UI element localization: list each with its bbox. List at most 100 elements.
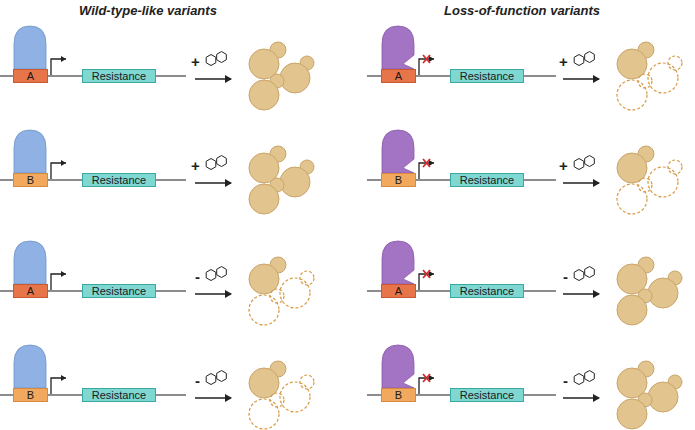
treatment-sign: + [191,158,200,173]
wild-type-protein [14,130,46,173]
promoter-arrow [419,163,434,179]
molecule-ring [574,270,584,281]
blocked-mark [423,55,430,63]
promoter-arrow [51,274,66,290]
treatment-arrow [563,293,599,294]
treatment-sign: + [191,54,200,69]
treatment-arrow [563,78,599,79]
dead-yeast-cell [249,399,279,429]
treatment-arrow [195,293,231,294]
panel-title: Wild-type-like variants [79,3,217,18]
box-label: B [395,390,402,401]
box-label: Resistance [460,175,514,186]
yeast-cell [280,167,310,197]
molecule-ring [585,52,595,63]
dead-yeast-bud [668,56,682,70]
operator-box: B [13,173,48,187]
treatment-sign: - [563,269,568,284]
treatment-arrow [195,182,231,183]
treatment-arrow [195,78,231,79]
promoter-arrow [419,59,434,75]
molecule-ring [585,371,595,382]
dead-yeast-bud [270,289,284,303]
box-label: A [27,286,34,297]
box-label: Resistance [92,71,146,82]
dead-yeast-cell [280,382,310,412]
treatment-arrow [563,397,599,398]
operator-box: B [381,388,416,402]
box-label: A [395,71,402,82]
blocked-mark [423,374,430,382]
gene-box: Resistance [450,69,524,83]
mutant-protein [382,26,414,69]
gene-box: Resistance [82,173,156,187]
box-label: A [395,286,402,297]
mutant-protein [382,345,414,388]
molecule-ring [217,371,227,382]
yeast-cell [617,399,647,429]
dead-yeast-cell [648,63,678,93]
gene-box: Resistance [82,69,156,83]
mutant-protein [382,241,414,284]
operator-box: A [381,284,416,298]
yeast-cell [648,278,678,308]
molecule-ring [206,159,216,170]
box-label: B [27,390,34,401]
dead-yeast-bud [668,160,682,174]
treatment-sign: - [195,373,200,388]
gene-box: Resistance [82,284,156,298]
dead-yeast-bud [300,375,314,389]
box-label: Resistance [92,390,146,401]
wild-type-protein [14,26,46,69]
dead-yeast-cell [249,295,279,325]
molecule-ring [585,267,595,278]
dead-yeast-cell [617,184,647,214]
promoter-arrow [419,274,434,290]
dead-yeast-bud [638,74,652,88]
yeast-cell [249,80,279,110]
gene-box: Resistance [82,388,156,402]
molecule-ring [574,374,584,385]
molecule-ring [585,156,595,167]
dead-yeast-bud [270,393,284,407]
molecule-ring [217,267,227,278]
operator-box: B [381,173,416,187]
molecule-ring [206,374,216,385]
panel-title: Loss-of-function variants [444,3,600,18]
dead-yeast-bud [638,178,652,192]
promoter-arrow [51,163,66,179]
yeast-cell [249,184,279,214]
molecule-ring [206,270,216,281]
molecule-ring [206,55,216,66]
gene-box: Resistance [450,173,524,187]
treatment-sign: + [559,158,568,173]
treatment-arrow [563,182,599,183]
treatment-sign: - [195,269,200,284]
operator-box: A [13,284,48,298]
wild-type-protein [14,241,46,284]
molecule-ring [217,156,227,167]
yeast-cell [617,295,647,325]
box-label: Resistance [460,390,514,401]
treatment-arrow [195,397,231,398]
operator-box: A [13,69,48,83]
gene-box: Resistance [450,284,524,298]
molecule-ring [574,159,584,170]
molecule-ring [574,55,584,66]
wild-type-protein [14,345,46,388]
dead-yeast-bud [300,271,314,285]
box-label: A [27,71,34,82]
box-label: Resistance [460,71,514,82]
dead-yeast-cell [280,278,310,308]
dead-yeast-cell [617,80,647,110]
operator-box: A [381,69,416,83]
promoter-arrow [51,378,66,394]
yeast-cell [280,63,310,93]
blocked-mark [423,159,430,167]
box-label: Resistance [92,175,146,186]
blocked-mark [423,270,430,278]
box-label: B [395,175,402,186]
promoter-arrow [51,59,66,75]
gene-box: Resistance [450,388,524,402]
